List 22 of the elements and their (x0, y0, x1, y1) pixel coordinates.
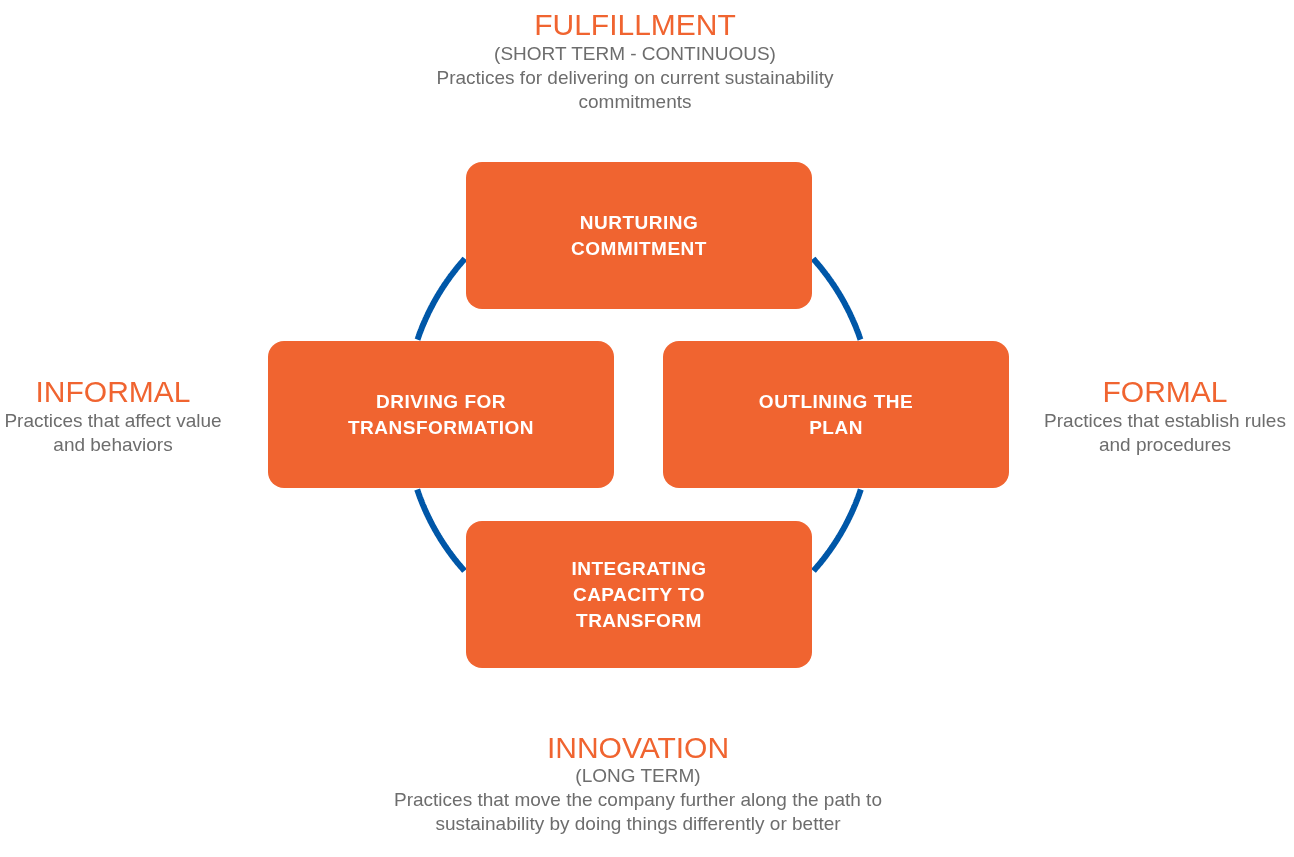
process-box (663, 341, 1009, 488)
box-label: INTEGRATING CAPACITY TO TRANSFORM (570, 556, 708, 633)
heading: INNOVATION (545, 731, 731, 765)
process-box (466, 521, 812, 668)
description: Practices that move the company further along the path to sustainability by doing things differently or better (393, 788, 883, 836)
subheading: (SHORT TERM - CONTINUOUS) (493, 42, 777, 66)
process-box (466, 162, 812, 309)
cycle-arc (811, 487, 864, 574)
heading: FULFILLMENT (533, 8, 737, 42)
description: Practices that establish rules and procedures (1043, 409, 1287, 457)
cycle-arc (810, 256, 864, 342)
process-box (268, 341, 614, 488)
box-label: OUTLINING THE PLAN (757, 389, 915, 440)
subheading: (LONG TERM) (574, 764, 702, 788)
cycle-arc (414, 256, 468, 342)
heading: INFORMAL (34, 375, 192, 409)
box-label: DRIVING FOR TRANSFORMATION (346, 389, 536, 440)
heading: FORMAL (1101, 375, 1229, 409)
description: Practices for delivering on current sustainability commitments (435, 66, 835, 114)
description: Practices that affect value and behaviors (3, 409, 223, 457)
cycle-arc (414, 487, 467, 574)
box-label: NURTURING COMMITMENT (570, 210, 708, 261)
